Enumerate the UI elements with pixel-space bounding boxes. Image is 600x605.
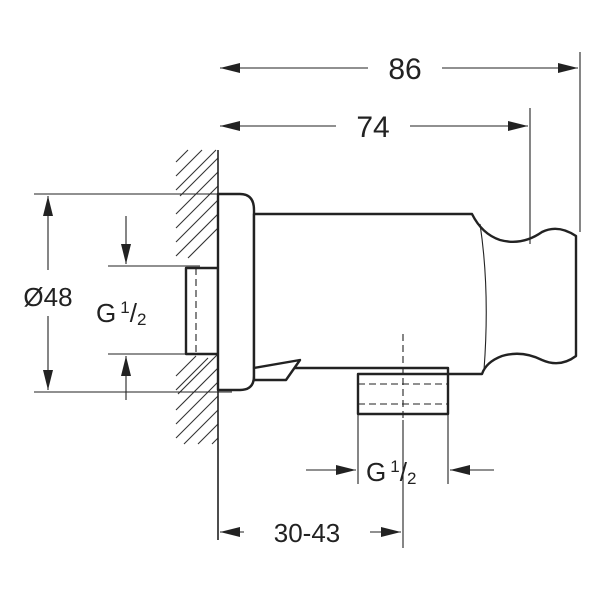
outlet-thread-prefix: G <box>366 457 386 487</box>
wall-thread-numerator: 1 <box>120 298 129 317</box>
wall-thread-nipple <box>184 266 220 356</box>
outlet-thread-numerator: 1 <box>390 457 399 476</box>
outlet-thread-denominator: 2 <box>407 469 416 488</box>
holder-clip <box>252 358 302 382</box>
overall-length-label: 86 <box>388 53 421 86</box>
wall-offset-label: 30-43 <box>274 518 341 548</box>
dimension-holder-length: 74 <box>220 108 531 244</box>
part-outline <box>184 192 578 420</box>
wall-hatching <box>175 149 219 445</box>
holder-length-label: 74 <box>356 111 389 144</box>
dimension-overall-length: 86 <box>220 52 581 232</box>
holder-contour-line <box>479 223 487 371</box>
flange-diameter-label: Ø48 <box>23 282 72 312</box>
holder-body <box>252 212 578 376</box>
dimension-wall-offset: 30-43 <box>220 420 404 548</box>
wall-thread-denominator: 2 <box>137 310 146 329</box>
wall-thread-slash: / <box>130 298 138 328</box>
dimension-flange-diameter: Ø48 <box>23 193 232 393</box>
wall-flange <box>216 192 256 392</box>
outlet-thread-slash: / <box>400 457 408 487</box>
wall-thread-prefix: G <box>96 298 116 328</box>
